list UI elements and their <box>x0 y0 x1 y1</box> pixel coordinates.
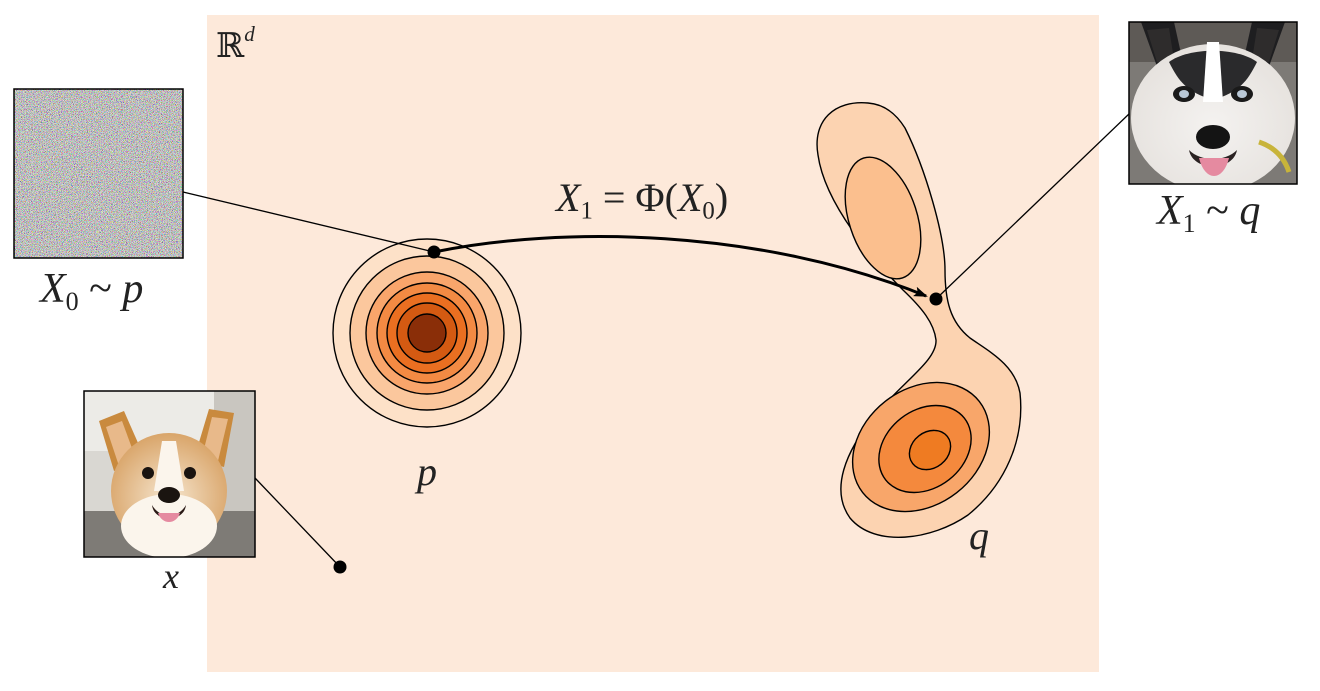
target-distribution-label: q <box>969 513 989 558</box>
target-density-contours <box>816 102 1022 538</box>
corgi-photo <box>83 390 256 558</box>
data-point-x <box>333 560 347 574</box>
source-density-contours <box>332 238 522 428</box>
source-sample-point <box>427 245 441 259</box>
data-point-label: x <box>163 556 179 596</box>
source-distribution-label: p <box>417 449 437 494</box>
space-label: ℝd <box>216 22 255 66</box>
q-upper-contour <box>844 156 922 280</box>
husky-photo <box>1128 21 1298 185</box>
transport-map-arrow <box>433 235 928 298</box>
q-lower-contour-3 <box>908 429 952 471</box>
transport-map-label: X1 = Φ(X0) <box>556 175 729 225</box>
husky-connector-line <box>935 112 1131 300</box>
corgi-connector-line <box>254 477 341 568</box>
noise-connector-line <box>182 191 435 253</box>
target-sample-label: X1 ~ q <box>1157 188 1261 238</box>
random-noise-image <box>13 88 184 259</box>
p-contour-7 <box>407 313 447 353</box>
noise-sample-label: X0 ~ p <box>40 266 144 316</box>
target-sample-point <box>929 292 943 306</box>
